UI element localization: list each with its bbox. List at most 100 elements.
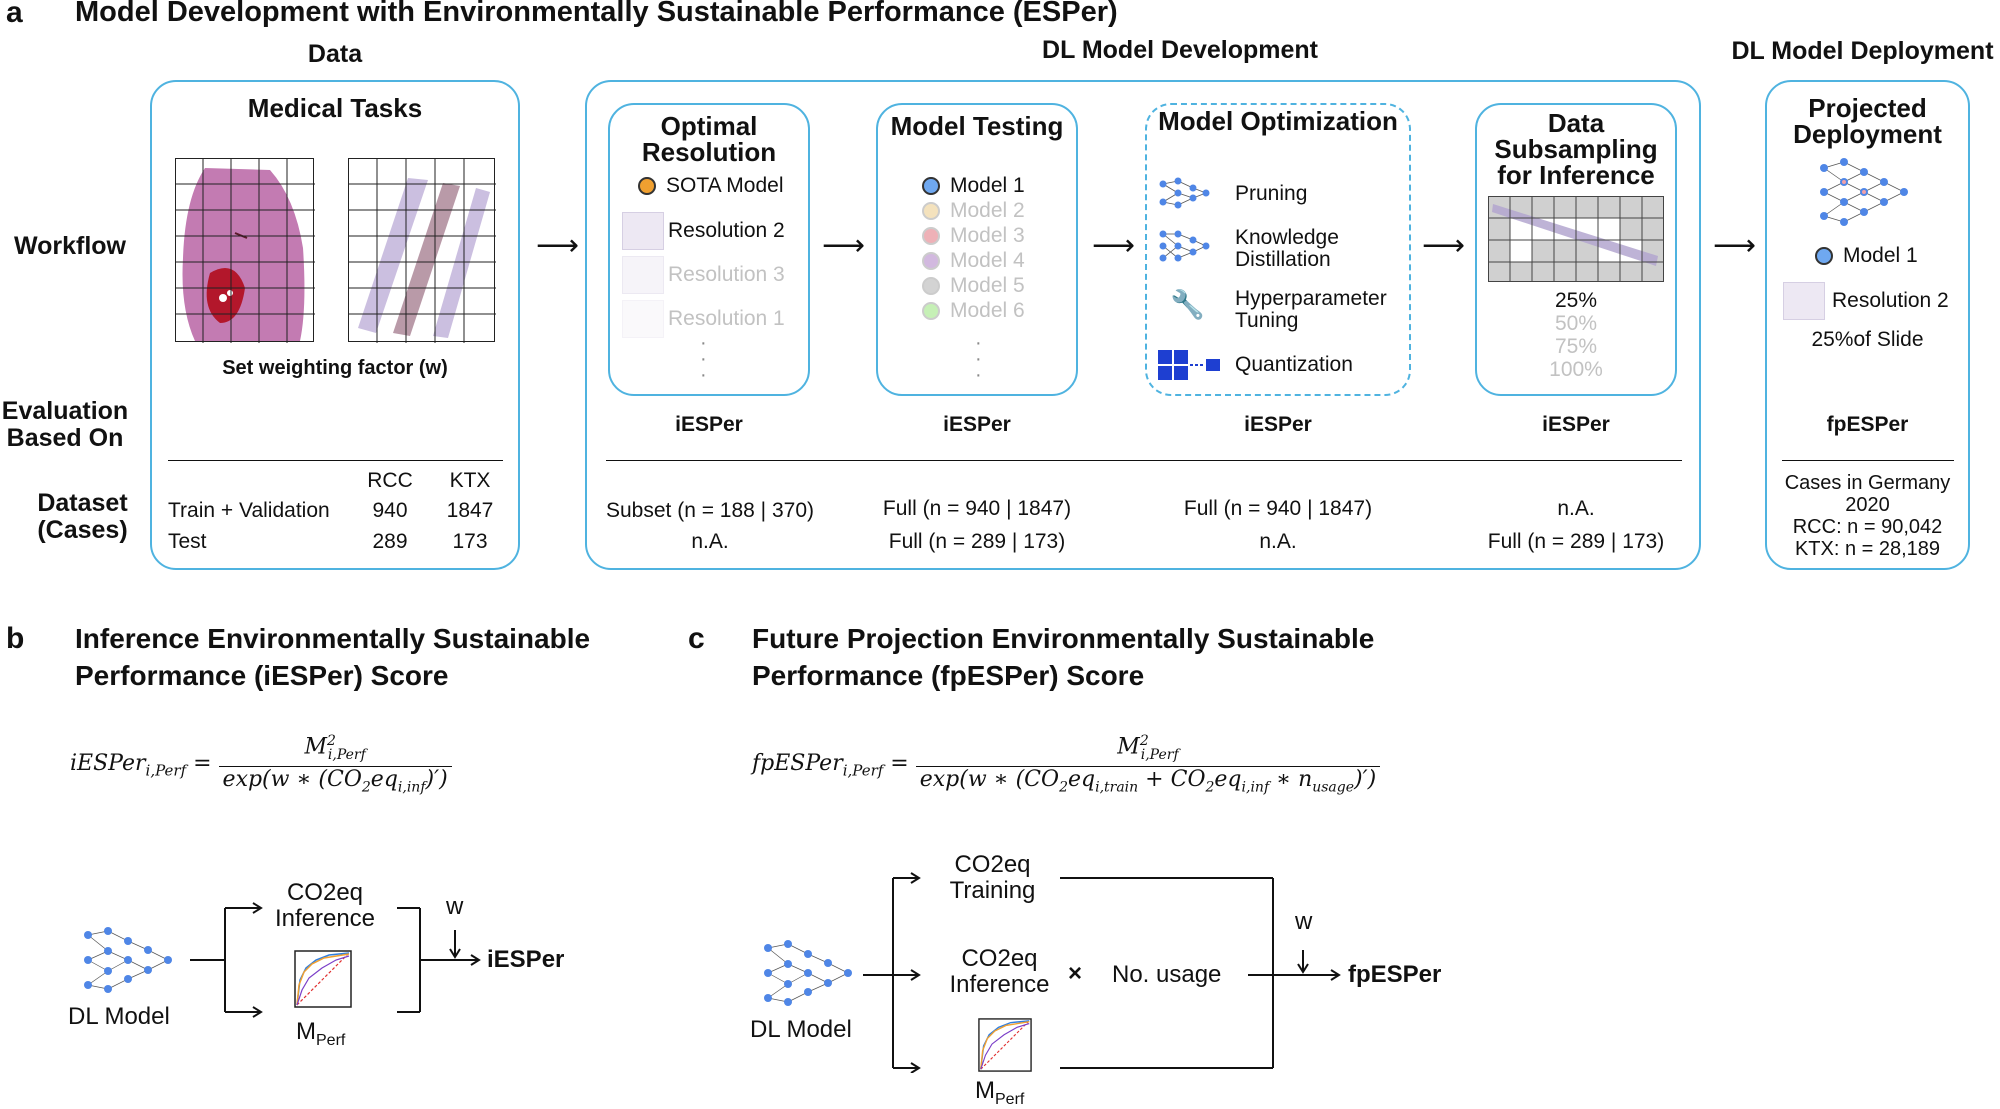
- panel-c-title-line2: Performance (fpESPer) Score: [752, 660, 1145, 691]
- panel-b-title-line2: Performance (iESPer) Score: [75, 660, 449, 691]
- data-subsampling-title: Data Subsampling for Inference: [1494, 108, 1658, 190]
- subsampling-dataset-train: n.A.: [1557, 497, 1595, 520]
- panel-b-inference: Inference: [274, 905, 376, 932]
- panel-c-result: fpESPer: [1348, 961, 1442, 988]
- panel-b-letter: b: [6, 622, 25, 655]
- panel-b-dl-model-label: DL Model: [68, 1003, 170, 1030]
- model-testing-item-1: Model 1: [922, 173, 1025, 198]
- arrow-testing-to-opt: ⟶: [1092, 229, 1136, 262]
- row-test-ktx: 173: [452, 530, 488, 553]
- panel-b-co2eq: CO2eq: [286, 879, 364, 906]
- model-6-dot-icon: [922, 302, 940, 320]
- panel-b-title-line1: Inference Environmentally Sustainable: [75, 623, 591, 654]
- model-testing-item-5: Model 5: [922, 273, 1025, 298]
- subsampling-grid-image: [1488, 196, 1664, 282]
- weighting-factor-caption: Set weighting factor (w): [222, 357, 448, 379]
- resolution-2-thumbnail: [622, 212, 664, 250]
- panel-c-times: ×: [1068, 960, 1083, 987]
- opt-res-ellipsis: ···: [700, 332, 707, 386]
- subsampling-item-75: 75%: [1554, 335, 1598, 358]
- row-test-label: Test: [168, 530, 207, 553]
- model-testing-dataset-train: Full (n = 940 | 1847): [882, 497, 1072, 520]
- data-subsampling-card: [1475, 103, 1677, 396]
- data-box: [150, 80, 520, 570]
- panel-c-flow-lines: [863, 872, 1341, 1073]
- panel-b-result: iESPer: [487, 946, 565, 973]
- panel-c-w-label: w: [1295, 908, 1313, 935]
- row-train-rcc: 940: [372, 499, 408, 522]
- deploy-rcc: RCC: n = 90,042: [1792, 516, 1943, 538]
- model-opt-dataset-train: Full (n = 940 | 1847): [1183, 497, 1373, 520]
- row-label-evaluation: Evaluation Based On: [1, 397, 129, 452]
- model-testing-item-3: Model 3: [922, 223, 1025, 248]
- optimal-resolution-card: [608, 103, 810, 396]
- model-1-dot-icon: [922, 177, 940, 195]
- row-label-dataset: Dataset (Cases): [37, 489, 128, 544]
- arrow-data-to-dev: ⟶: [536, 229, 580, 262]
- opt-res-item-resolution-1: Resolution 1: [668, 307, 785, 330]
- model-testing-ellipsis: ···: [975, 332, 982, 386]
- opt-res-item-sota: SOTA Model: [638, 173, 784, 198]
- deploy-model-dot-icon: [1815, 247, 1833, 265]
- dl-dev-box: [585, 80, 1701, 570]
- model-testing-item-4: Model 4: [922, 248, 1025, 273]
- model-4-dot-icon: [922, 252, 940, 270]
- arrow-dev-to-deploy: ⟶: [1713, 229, 1757, 262]
- model-optimization-score: iESPer: [1244, 413, 1312, 436]
- panel-b-roc-curve-icon: [294, 950, 352, 1008]
- model-testing-card: [876, 103, 1078, 396]
- panel-c-training: Training: [949, 877, 1036, 904]
- fpesper-equation: fpESPeri,Perf = M2i,Perf exp(w ∗ (CO2eqi…: [752, 733, 1381, 795]
- deployment-box: [1765, 80, 1970, 570]
- arrow-res-to-testing: ⟶: [822, 229, 866, 262]
- distillation-network-icon: [1159, 230, 1210, 262]
- optimal-resolution-title: Optimal Resolution: [641, 111, 777, 167]
- header-dl-model-deployment: DL Model Deployment: [1731, 37, 1994, 65]
- resolution-3-thumbnail: [622, 256, 664, 294]
- model-5-dot-icon: [922, 277, 940, 295]
- panel-b-dl-model-network-icon: [84, 927, 172, 993]
- deployment-network-icon: [1820, 158, 1908, 226]
- panel-b-flow-lines: [190, 902, 481, 1018]
- model-testing-item-6: Model 6: [922, 298, 1025, 323]
- deploy-resolution: Resolution 2: [1832, 289, 1949, 312]
- deploy-cases: Cases in Germany 2020: [1784, 472, 1951, 516]
- quantization-icon: [1158, 350, 1220, 380]
- kidney-slide-image: [175, 158, 315, 343]
- biopsy-slide-image: [348, 158, 496, 343]
- deploy-slide-fraction: 25%of Slide: [1811, 328, 1924, 351]
- deploy-model: Model 1: [1815, 243, 1918, 268]
- medical-tasks-title: Medical Tasks: [247, 93, 423, 123]
- header-data: Data: [307, 40, 363, 68]
- pruning-network-icon: [1159, 177, 1210, 209]
- panel-c-inference-co2eq: CO2eq: [961, 945, 1038, 972]
- col-header-ktx: KTX: [449, 469, 491, 492]
- panel-c-usage: No. usage: [1112, 961, 1222, 988]
- deploy-resolution-thumbnail: [1783, 282, 1825, 320]
- opt-res-dataset-train: Subset (n = 188 | 370): [605, 499, 814, 522]
- data-subsampling-score: iESPer: [1542, 413, 1610, 436]
- deploy-ktx: KTX: n = 28,189: [1794, 538, 1941, 560]
- model-3-dot-icon: [922, 227, 940, 245]
- row-test-rcc: 289: [372, 530, 408, 553]
- iesper-equation: iESPeri,Perf = M2i,Perf exp(w ∗ (CO2eqi,…: [70, 733, 452, 795]
- model-optimization-title: Model Optimization: [1158, 106, 1398, 136]
- resolution-1-thumbnail: [622, 300, 664, 338]
- opt-item-pruning: Pruning: [1235, 182, 1308, 205]
- model-testing-dataset-test: Full (n = 289 | 173): [888, 530, 1066, 553]
- model-testing-item-2: Model 2: [922, 198, 1025, 223]
- row-train-label: Train + Validation: [168, 499, 330, 522]
- subsampling-item-25: 25%: [1554, 289, 1598, 312]
- opt-item-quantization: Quantization: [1235, 353, 1353, 376]
- opt-res-score: iESPer: [675, 413, 743, 436]
- opt-item-hyperparameter-tuning: Hyperparameter Tuning: [1235, 287, 1387, 332]
- panel-c-roc-curve-icon: [978, 1018, 1032, 1072]
- panel-b-mperf-label: MPerf: [296, 1018, 346, 1049]
- model-optimization-card: [1145, 103, 1411, 396]
- panel-c-dl-model-network-icon: [764, 940, 852, 1006]
- projected-deployment-title: Projected Deployment: [1793, 93, 1942, 149]
- opt-res-item-resolution-2: Resolution 2: [668, 219, 785, 242]
- model-testing-title: Model Testing: [890, 111, 1064, 141]
